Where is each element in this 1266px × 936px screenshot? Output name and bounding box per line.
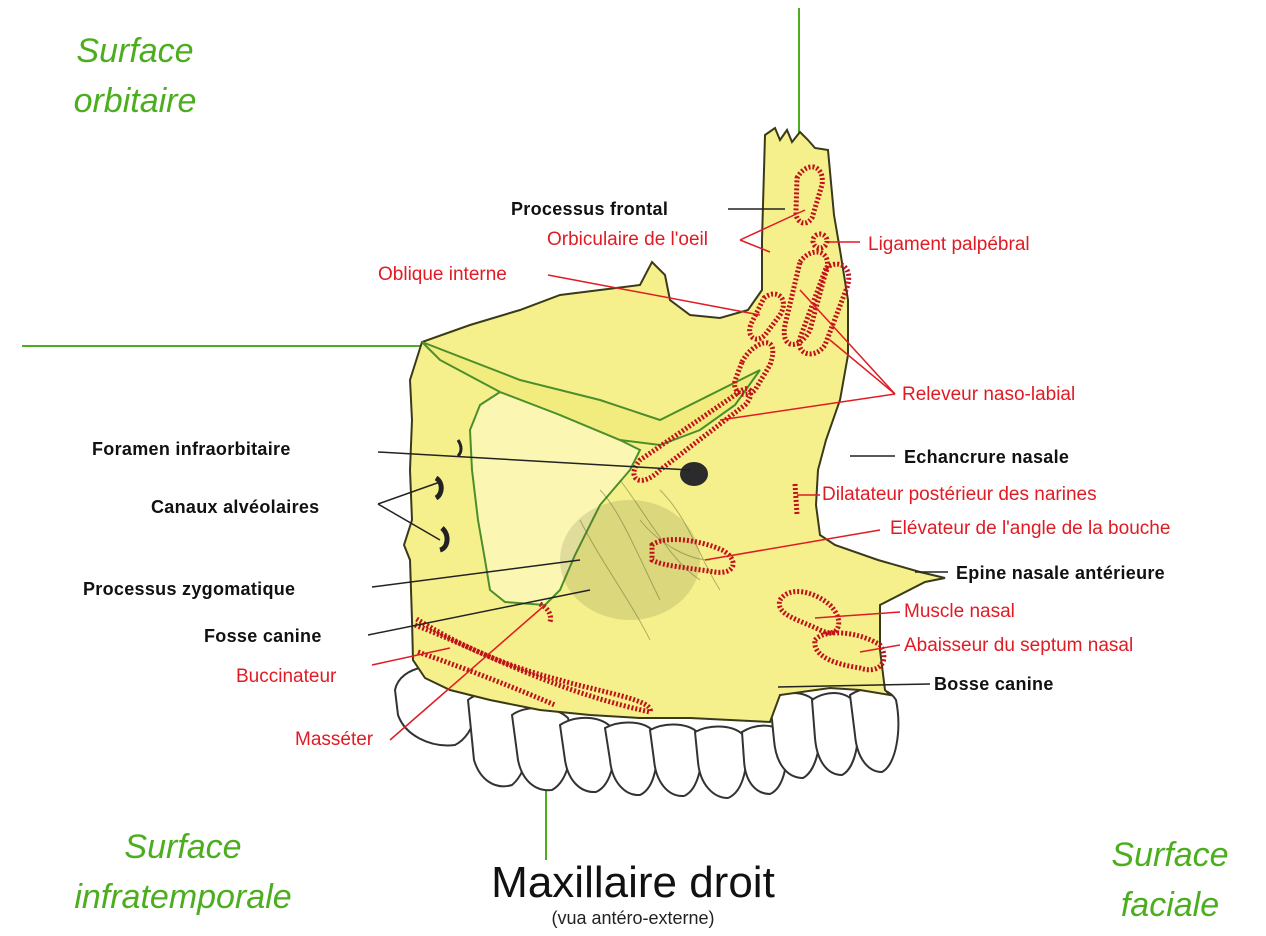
label-echancrure: Echancrure nasale bbox=[904, 446, 1069, 468]
label-releveur: Releveur naso-labial bbox=[902, 384, 1075, 406]
diagram-subtitle: (vua antéro-externe) bbox=[0, 908, 1266, 929]
label-abaisseur: Abaisseur du septum nasal bbox=[904, 635, 1133, 657]
label-masseter: Masséter bbox=[295, 729, 373, 751]
label-canaux: Canaux alvéolaires bbox=[151, 496, 320, 518]
fossa-shadow bbox=[560, 500, 700, 620]
label-dilatateur: Dilatateur postérieur des narines bbox=[822, 484, 1097, 506]
surface-orbitaire-line1: Surface bbox=[50, 26, 220, 76]
label-processus-frontal: Processus frontal bbox=[511, 198, 668, 220]
label-bosse: Bosse canine bbox=[934, 673, 1054, 695]
label-elevateur: Elévateur de l'angle de la bouche bbox=[890, 518, 1170, 540]
label-buccinateur: Buccinateur bbox=[236, 666, 336, 688]
label-muscle-nasal: Muscle nasal bbox=[904, 601, 1015, 623]
diagram-title: Maxillaire droit bbox=[0, 858, 1266, 908]
label-foramen: Foramen infraorbitaire bbox=[92, 438, 291, 460]
label-processus-zygomatique: Processus zygomatique bbox=[83, 578, 295, 600]
surface-orbitaire-line2: orbitaire bbox=[50, 76, 220, 126]
foramen-infraorbitaire-hole bbox=[680, 462, 708, 486]
surface-orbitaire-label: Surface orbitaire bbox=[50, 26, 220, 126]
label-fosse: Fosse canine bbox=[204, 625, 322, 647]
label-epine: Epine nasale antérieure bbox=[956, 562, 1165, 584]
label-ligament-palpebral: Ligament palpébral bbox=[868, 234, 1030, 256]
label-orbiculaire: Orbiculaire de l'oeil bbox=[547, 229, 708, 251]
label-oblique-interne: Oblique interne bbox=[378, 264, 507, 286]
